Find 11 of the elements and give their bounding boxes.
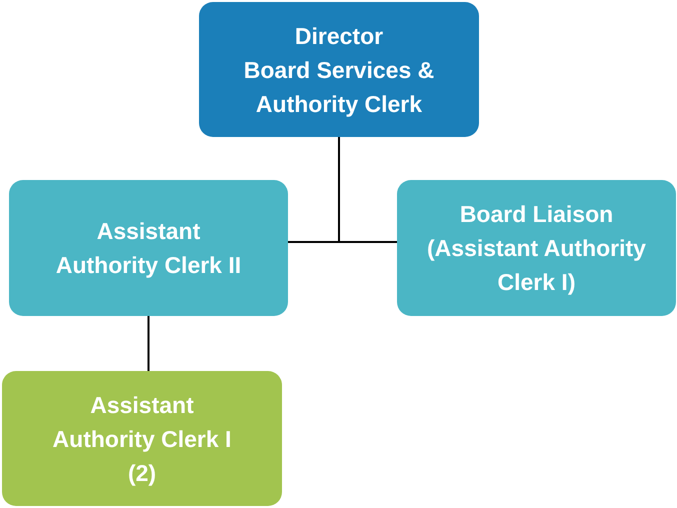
- role-title: Board Services & Authority Clerk: [242, 56, 436, 119]
- org-box: [397, 180, 676, 316]
- org-box: [2, 371, 282, 506]
- connector-line: [338, 137, 397, 243]
- org-box: [9, 180, 288, 316]
- org-box: [199, 2, 479, 137]
- role-title: Assistant Authority Clerk I (2): [52, 390, 232, 488]
- role-title: Board Liaison (Assistant Authority Clerk I): [426, 200, 647, 297]
- role-title: Director: [294, 22, 384, 50]
- role-title: Assistant Authority Clerk II: [54, 217, 242, 280]
- connector-line: [148, 316, 150, 371]
